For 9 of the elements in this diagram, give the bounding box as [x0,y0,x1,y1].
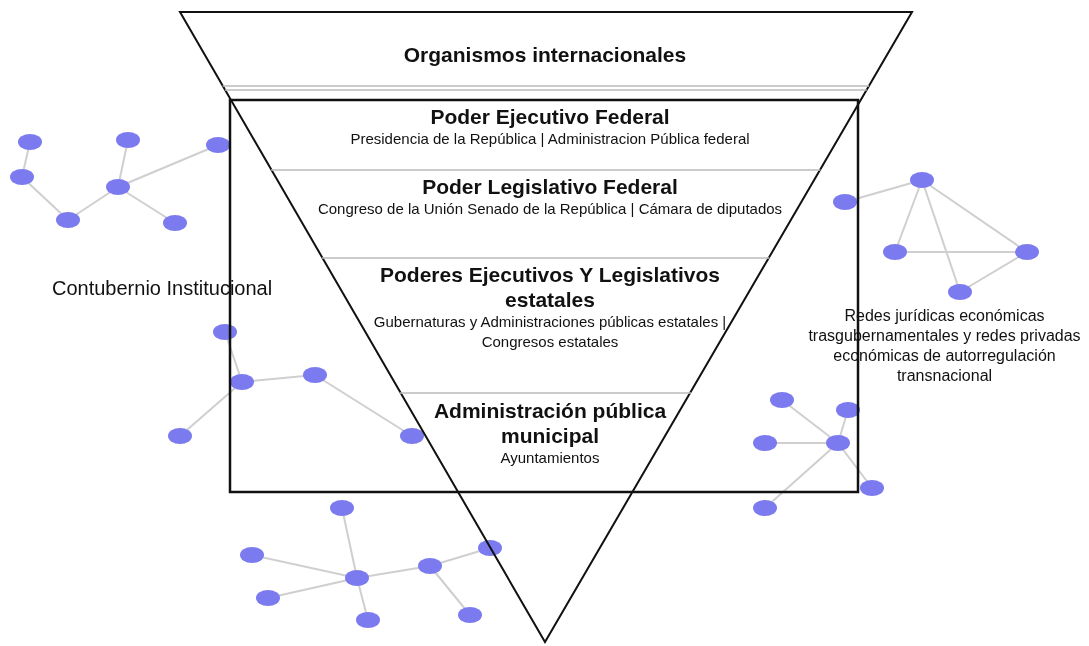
body-text: Congreso de la Unión Senado de la República | Cámara de diputados [317,199,783,219]
body-text: Gubernaturas y Administraciones públicas estatales | Congresos estatales [372,312,728,352]
heading-text: Poder Legislativo Federal [422,174,678,199]
body-text: Presidencia de la República | Administracion Pública federal [350,129,750,149]
heading-text: Poder Ejecutivo Federal [430,104,670,129]
heading-text: Poderes Ejecutivos Y Legislativos estatales [378,262,721,312]
heading-text: Organismos internacionales [403,42,687,67]
heading-text: Administración pública municipal [432,398,668,448]
body-text: Ayuntamientos [500,448,600,468]
